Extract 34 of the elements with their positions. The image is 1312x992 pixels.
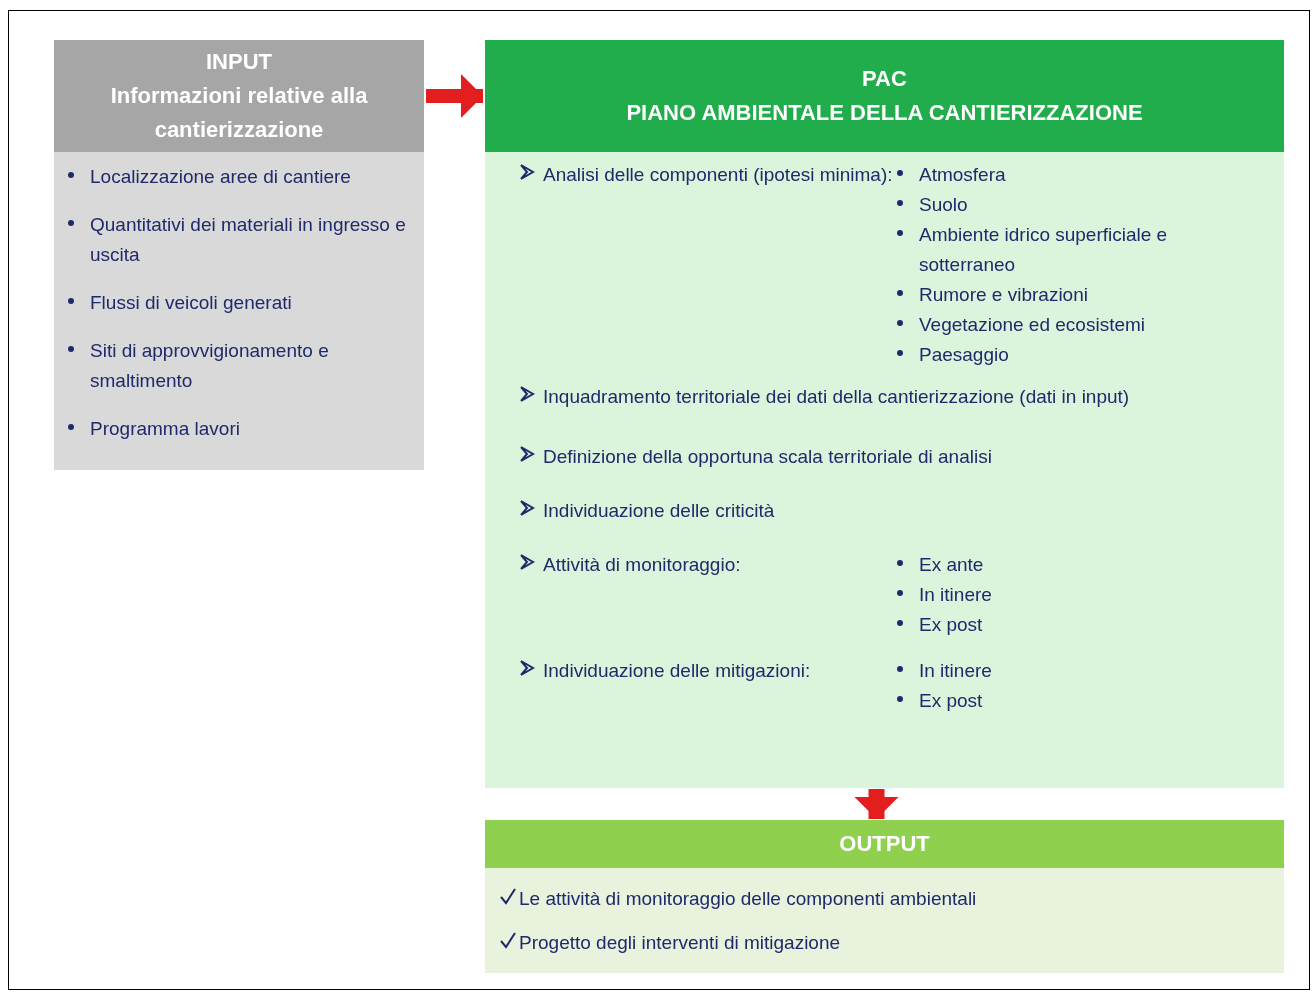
list-item: Programma lavori bbox=[90, 417, 240, 441]
process-box bbox=[54, 40, 424, 470]
list-item: Definizione della opportuna scala territoriale di analisi bbox=[543, 445, 992, 469]
list-item: Ex post bbox=[919, 689, 983, 713]
list-item: Ex ante bbox=[919, 553, 984, 577]
list-item: Individuazione delle criticità bbox=[543, 499, 775, 523]
header-title: Informazioni relative alla cantierizzazione bbox=[109, 82, 369, 144]
list-item: Ambiente idrico superficiale e sotterraneo bbox=[919, 223, 1169, 277]
header-title: OUTPUT bbox=[839, 830, 930, 858]
process-box bbox=[485, 820, 1284, 973]
header-title: PIANO AMBIENTALE DELLA CANTIERIZZAZIONE bbox=[626, 99, 1143, 127]
list-item: Le attività di monitoraggio delle componenti ambientali bbox=[519, 887, 977, 911]
header-title: PAC bbox=[862, 65, 907, 93]
list-item: Progetto degli interventi di mitigazione bbox=[519, 931, 841, 955]
list-item: Analisi delle componenti (ipotesi minima): bbox=[543, 163, 893, 187]
list-item: Inquadramento territoriale dei dati della cantierizzazione (dati in input) bbox=[543, 385, 1130, 409]
list-item: Vegetazione ed ecosistemi bbox=[919, 313, 1146, 337]
list-item: Paesaggio bbox=[919, 343, 1009, 367]
header-title: INPUT bbox=[206, 48, 272, 76]
list-item: Attività di monitoraggio: bbox=[543, 553, 741, 577]
list-item: Suolo bbox=[919, 193, 968, 217]
list-item: Localizzazione aree di cantiere bbox=[90, 165, 351, 189]
arrow bbox=[426, 74, 483, 118]
list-item: Quantitativi dei materiali in ingresso e uscita bbox=[90, 213, 407, 267]
process-box bbox=[485, 40, 1284, 788]
list-item: Flussi di veicoli generati bbox=[90, 291, 292, 315]
list-item: Atmosfera bbox=[919, 163, 1006, 187]
list-item: Rumore e vibrazioni bbox=[919, 283, 1088, 307]
arrow bbox=[854, 789, 899, 819]
list-item: Individuazione delle mitigazioni: bbox=[543, 659, 811, 683]
list-item: In itinere bbox=[919, 659, 992, 683]
list-item: Siti di approvvigionamento e smaltimento bbox=[90, 339, 330, 393]
list-item: In itinere bbox=[919, 583, 992, 607]
list-item: Ex post bbox=[919, 613, 983, 637]
